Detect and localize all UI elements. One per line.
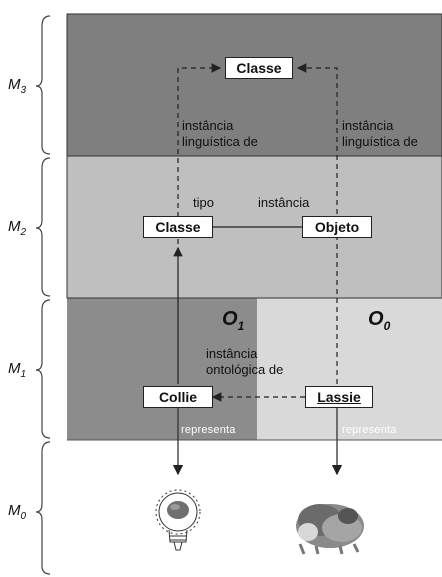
level-braces <box>35 15 51 575</box>
ling-arrow-right <box>296 63 338 214</box>
m1-left-band <box>67 298 257 440</box>
level-label-m2: M2 <box>8 218 27 238</box>
m1-right-band <box>257 298 442 440</box>
m1-lassie-box: Lassie <box>305 386 373 408</box>
level-label-m3: M3 <box>8 76 27 96</box>
level-label-m0: M0 <box>8 502 27 522</box>
instancia-label: instância <box>258 195 310 210</box>
m3-classe-box: Classe <box>225 57 293 79</box>
rep-label-left: representa <box>181 424 236 436</box>
dog-photo <box>296 504 364 555</box>
m1-collie-box: Collie <box>143 386 213 408</box>
rep-label-right: representa <box>342 424 397 436</box>
m2-classe-box: Classe <box>143 216 213 238</box>
ontological-level-o1: O1 <box>222 308 245 333</box>
level-label-m1: M1 <box>8 360 27 380</box>
m2-objeto-box: Objeto <box>302 216 372 238</box>
lightbulb-icon <box>155 489 201 551</box>
ontological-level-o0: O0 <box>368 308 391 333</box>
m3-band <box>66 13 442 157</box>
tipo-label: tipo <box>193 195 214 210</box>
